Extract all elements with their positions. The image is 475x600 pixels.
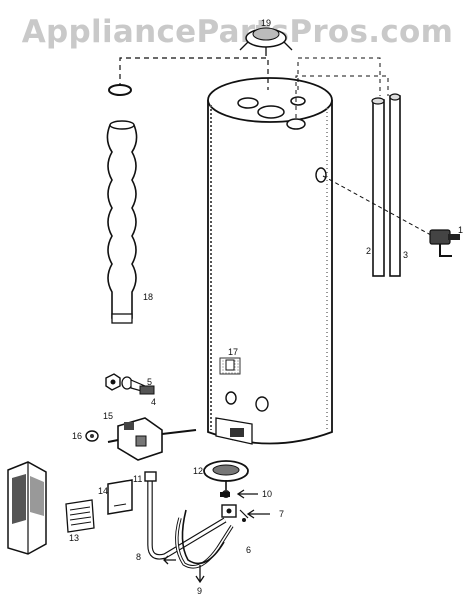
callout-5: 5 <box>147 377 152 387</box>
callout-16: 16 <box>72 431 82 441</box>
part-7-pilot-assembly <box>221 504 270 522</box>
part-6-thermocouple <box>175 517 234 569</box>
part-10-orifice <box>220 489 258 499</box>
callout-8: 8 <box>136 552 141 562</box>
callout-11: 11 <box>133 474 142 484</box>
callout-10: 10 <box>262 489 272 499</box>
part-17-label <box>225 359 235 371</box>
callout-4: 4 <box>151 397 156 407</box>
callout-1: 1 <box>458 225 463 235</box>
part-11-manifold-tube <box>144 471 227 560</box>
connector-outlet <box>295 75 389 118</box>
callout-18: 18 <box>143 292 153 302</box>
callout-6: 6 <box>246 545 251 555</box>
part-18-flue-baffle <box>106 84 138 324</box>
part-13-outer-door <box>7 461 47 555</box>
part-13-inner-door <box>65 499 95 533</box>
part-15-gas-valve <box>107 417 197 461</box>
callout-7: 7 <box>279 509 284 519</box>
callout-12: 12 <box>193 466 203 476</box>
part-14-gasket <box>107 479 133 515</box>
part-16-knob <box>85 430 99 442</box>
connector-inlet <box>297 57 305 90</box>
callout-2: 2 <box>366 246 371 256</box>
callout-19: 19 <box>261 18 271 28</box>
part-3-dip-tube <box>389 93 401 277</box>
part-4-fitting <box>121 376 155 395</box>
callout-15: 15 <box>103 411 113 421</box>
callout-13: 13 <box>69 533 79 543</box>
connector-flue <box>119 57 269 90</box>
part-2-dip-tube <box>371 97 385 277</box>
callout-9: 9 <box>197 586 202 596</box>
connector-diptube <box>305 57 381 96</box>
tank <box>207 77 333 445</box>
part-8-pilot-tube <box>163 509 225 565</box>
callout-3: 3 <box>403 250 408 260</box>
callout-14: 14 <box>98 486 108 496</box>
part-1-relief-valve <box>322 175 460 257</box>
callout-17: 17 <box>228 347 238 357</box>
part-19-flue-hood <box>239 27 293 56</box>
callout-labels: 1 2 3 4 5 6 7 8 9 10 11 12 13 14 15 16 1… <box>69 18 463 596</box>
part-9-wire <box>195 565 205 584</box>
part-5-nut <box>105 373 121 391</box>
